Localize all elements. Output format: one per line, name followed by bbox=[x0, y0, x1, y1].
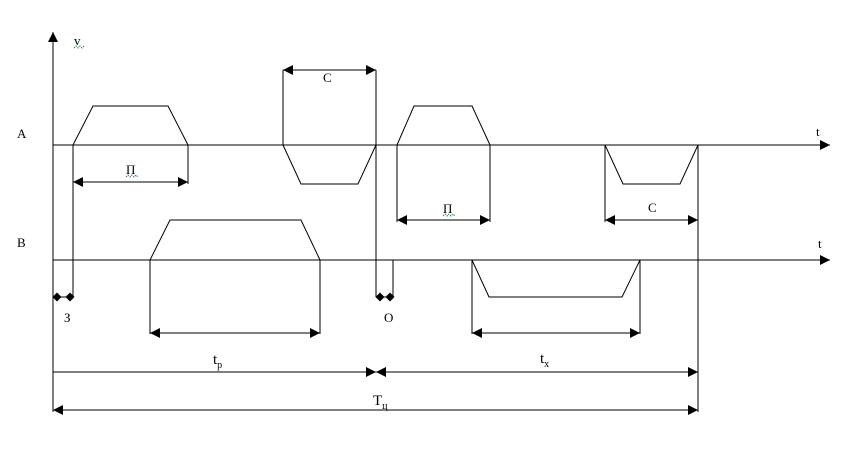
time-axis-b-label: t bbox=[818, 236, 822, 251]
pulse-b-main bbox=[149, 219, 321, 261]
channel-b-label: B bbox=[17, 235, 26, 250]
pulse-a-c1 bbox=[282, 144, 377, 185]
label-p1: П bbox=[126, 162, 135, 177]
label-c2: С bbox=[648, 200, 657, 215]
label-c1: С bbox=[323, 70, 332, 85]
time-axis-a-label: t bbox=[816, 124, 820, 139]
label-tx: tх bbox=[540, 351, 549, 370]
label-tc: Tц bbox=[373, 393, 388, 412]
label-z: З bbox=[64, 310, 71, 325]
y-axis-label: v bbox=[74, 33, 81, 48]
label-o: О bbox=[384, 310, 393, 325]
pulse-a-p2 bbox=[396, 105, 491, 146]
pulse-b-return bbox=[471, 259, 641, 298]
channel-a-label: A bbox=[17, 126, 27, 141]
pulse-a-c2 bbox=[604, 144, 699, 185]
label-tr: tр bbox=[213, 352, 222, 371]
pulse-a-p1 bbox=[72, 105, 189, 146]
label-p2: П bbox=[443, 201, 452, 216]
